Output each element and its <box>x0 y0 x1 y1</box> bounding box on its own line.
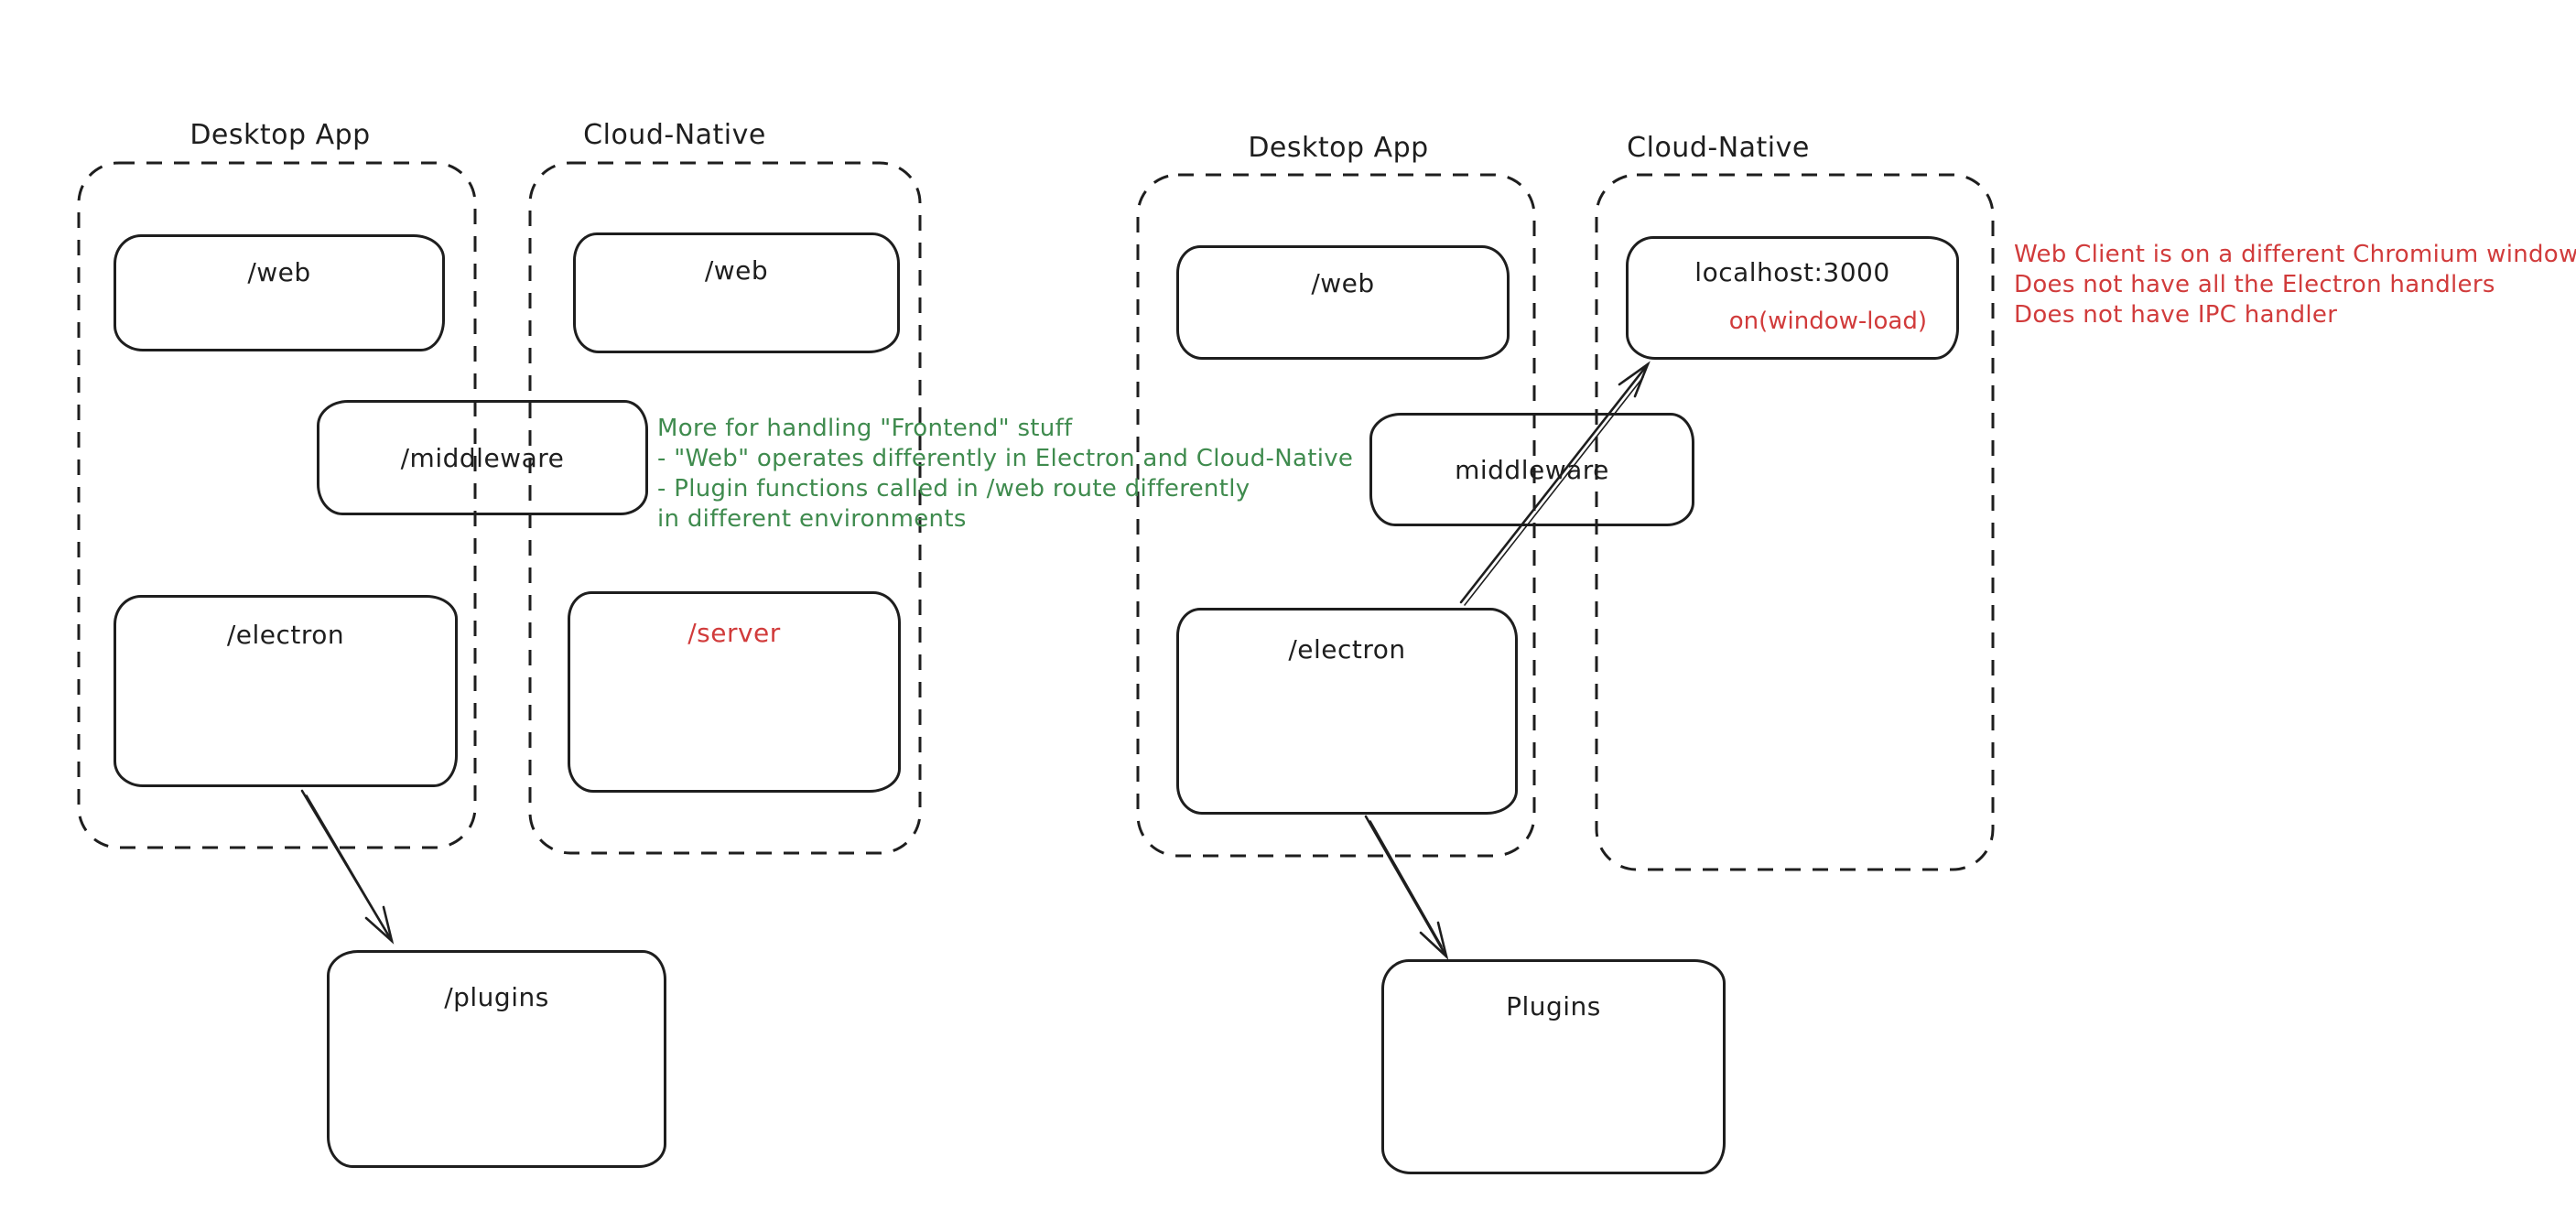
arrow-right-electron-to-plugins <box>1364 815 1449 960</box>
section-label-left-cloud-native: Cloud-Native <box>583 119 766 151</box>
note-red-line-1: Web Client is on a different Chromium wi… <box>2014 241 2576 268</box>
section-label-right-cloud-native: Cloud-Native <box>1627 132 1810 164</box>
note-red-line-2: Does not have all the Electron handlers <box>2014 271 2495 298</box>
box-right-localhost-label: localhost:3000 <box>1694 257 1890 287</box>
note-green-line-2: - "Web" operates differently in Electron… <box>657 445 1354 472</box>
box-left-web-cloud: /web <box>573 232 900 353</box>
box-left-electron-label: /electron <box>226 620 345 650</box>
note-red-web-client: Web Client is on a different Chromium wi… <box>2014 240 2576 330</box>
box-left-middleware-label: /middleware <box>400 442 565 473</box>
note-green-frontend-stuff: More for handling "Frontend" stuff - "We… <box>657 414 1353 535</box>
box-right-web: /web <box>1176 245 1510 360</box>
box-right-electron: /electron <box>1176 608 1518 815</box>
box-left-web-desktop-label: /web <box>247 257 311 287</box>
box-left-web-desktop: /web <box>114 234 445 351</box>
box-right-localhost: localhost:3000 on(window-load) <box>1626 236 1959 360</box>
arrow-left-electron-to-plugins <box>300 789 395 945</box>
note-green-line-3: - Plugin functions called in /web route … <box>657 475 1250 503</box>
box-right-plugins-label: Plugins <box>1506 991 1601 1021</box>
box-right-plugins: Plugins <box>1381 959 1726 1174</box>
box-left-server-label: /server <box>687 618 781 648</box>
box-left-plugins-label: /plugins <box>444 982 549 1012</box>
box-left-server: /server <box>568 591 901 793</box>
box-right-localhost-on-window-load: on(window-load) <box>1728 308 1927 335</box>
note-green-line-1: More for handling "Frontend" stuff <box>657 415 1073 442</box>
box-left-plugins: /plugins <box>327 950 666 1168</box>
box-right-middleware-label: middleware <box>1455 454 1609 485</box>
box-right-electron-label: /electron <box>1288 634 1406 665</box>
section-label-left-desktop-app: Desktop App <box>189 119 371 151</box>
box-left-electron: /electron <box>114 595 458 787</box>
note-red-line-3: Does not have IPC handler <box>2014 301 2338 329</box>
box-left-web-cloud-label: /web <box>704 255 769 286</box>
arrowhead <box>1618 361 1651 398</box>
arrowhead <box>364 905 395 945</box>
section-label-right-desktop-app: Desktop App <box>1248 132 1429 164</box>
arrowhead <box>1419 921 1449 960</box>
note-green-line-4: in different environments <box>657 505 967 533</box>
box-right-web-label: /web <box>1311 268 1375 298</box>
box-left-middleware: /middleware <box>317 400 648 515</box>
box-right-middleware: middleware <box>1369 413 1694 526</box>
